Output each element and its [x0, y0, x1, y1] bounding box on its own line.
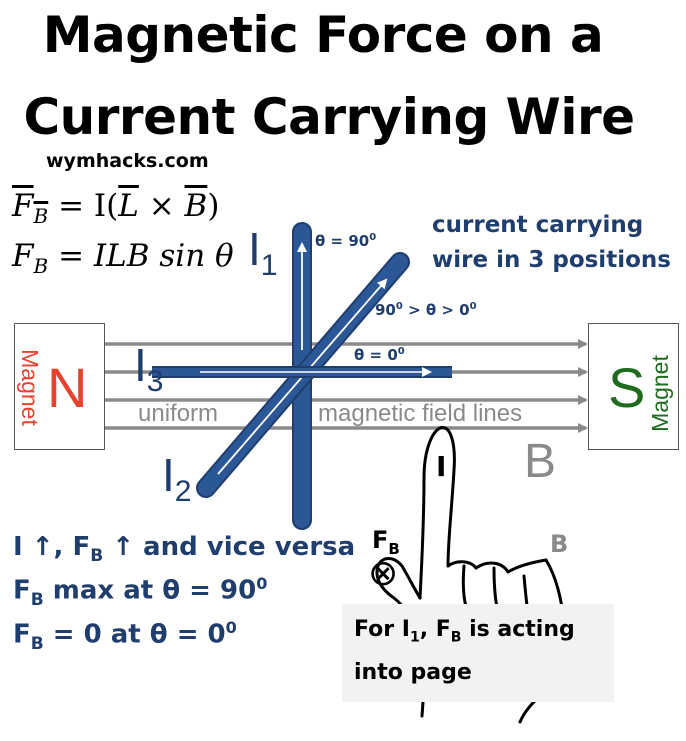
wire-2-label: I2: [162, 449, 192, 509]
hand-field-label: B: [550, 530, 569, 558]
field-symbol-b: B: [524, 435, 557, 488]
statement-current-force: I ↑, FB ↑ and vice versa: [13, 532, 356, 567]
wire-3-angle: θ = 00: [354, 346, 405, 364]
statement-max-force: FB max at θ = 900: [13, 574, 268, 610]
north-pole-letter: N: [47, 356, 88, 419]
wire-3-label: I3: [134, 339, 164, 399]
statement-zero-force: FB = 0 at θ = 00: [13, 618, 237, 654]
note-text: For I1, FB is acting into page: [354, 617, 575, 686]
south-magnet-label: Magnet: [646, 355, 673, 432]
wire-2-angle: 900 > θ > 00: [375, 301, 477, 319]
south-pole-letter: S: [608, 356, 646, 419]
south-magnet: [588, 323, 679, 450]
field-label-uniform: uniform: [138, 400, 219, 427]
title-line-1: Magnetic Force on a: [42, 6, 604, 64]
wire-positions-note: current carrying wire in 3 positions: [432, 212, 671, 273]
hand-force-label: FB: [372, 526, 400, 558]
hand-current-label: I: [436, 450, 447, 483]
wire-1-angle: θ = 900: [315, 232, 377, 250]
wire-1-label: I1: [248, 223, 278, 283]
title-line-2: Current Carrying Wire: [23, 88, 635, 146]
north-magnet: [14, 323, 105, 450]
note-box: [342, 604, 614, 702]
scalar-force-equation: FB = ILB sin θ: [12, 238, 234, 279]
website-label: wymhacks.com: [46, 150, 209, 172]
field-label-lines: magnetic field lines: [318, 400, 523, 427]
north-magnet-label: Magnet: [16, 349, 43, 426]
into-page-icon: ⊗: [368, 553, 399, 594]
vector-force-equation: FB = I(L × B): [12, 188, 220, 229]
